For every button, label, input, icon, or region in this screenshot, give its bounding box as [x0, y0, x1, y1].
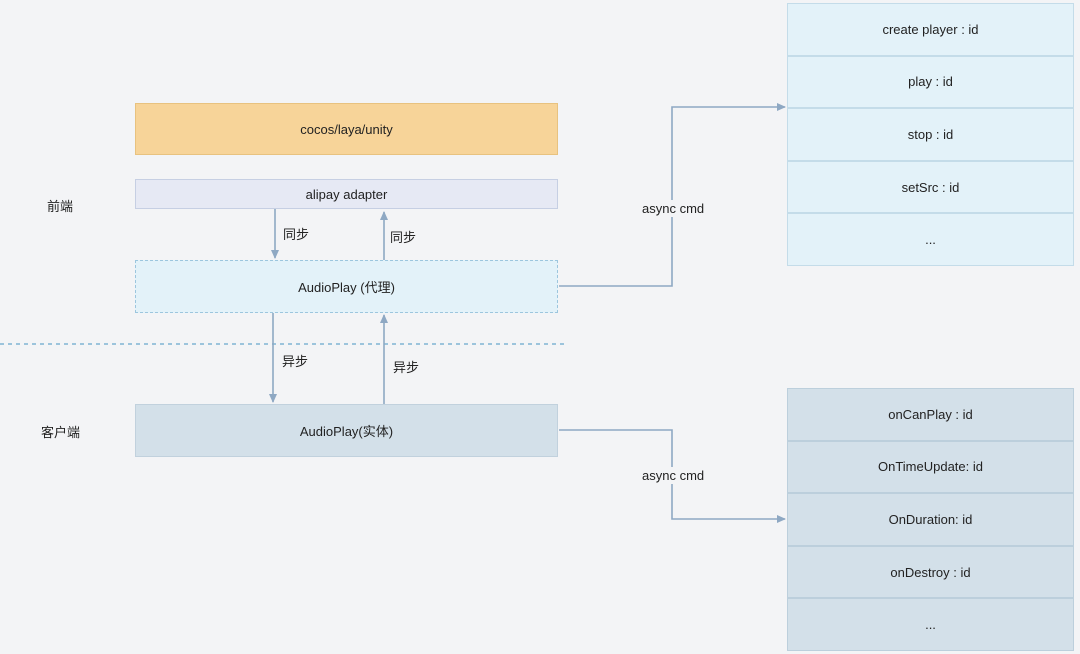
top-command-cell: play : id: [787, 55, 1074, 109]
bottom-command-cell: OnDuration: id: [787, 493, 1074, 546]
bottom-command-label: OnDuration: id: [888, 511, 973, 527]
bottom-command-cell: onDestroy : id: [787, 545, 1074, 599]
bottom-async-cmd-label: async cmd: [640, 467, 707, 484]
sync-down-label: 同步: [283, 227, 310, 242]
top-async-link: [559, 103, 786, 287]
bottom-command-label: ...: [925, 617, 936, 633]
top-async-cmd-label: async cmd: [640, 200, 707, 217]
bottom-command-label: OnTimeUpdate: id: [877, 459, 983, 475]
top-command-label: create player : id: [882, 21, 979, 37]
async-down-label: 异步: [282, 354, 309, 369]
bottom-command-label: onCanPlay : id: [888, 406, 973, 422]
bottom-command-cell: onCanPlay : id: [787, 388, 1074, 441]
top-command-label: stop : id: [907, 126, 954, 142]
top-command-cell: ...: [787, 213, 1074, 266]
entity-box: AudioPlay(实体): [135, 404, 558, 457]
proxy-box: AudioPlay (代理): [135, 260, 558, 313]
proxy-box-label: AudioPlay (代理): [298, 280, 395, 295]
frontend-label: 前端: [47, 199, 74, 214]
bottom-command-label: onDestroy : id: [890, 564, 971, 580]
async-up-label: 异步: [393, 360, 420, 375]
adapter-box-label: alipay adapter: [305, 186, 388, 202]
bottom-command-cell: OnTimeUpdate: id: [787, 440, 1074, 494]
adapter-box: alipay adapter: [135, 179, 558, 209]
top-command-label: play : id: [908, 74, 953, 90]
client-label: 客户端: [41, 425, 81, 440]
top-command-cell: stop : id: [787, 108, 1074, 161]
top-command-cell: create player : id: [787, 3, 1074, 56]
top-command-label: ...: [925, 232, 936, 248]
bottom-command-cell: ...: [787, 598, 1074, 651]
top-command-cell: setSrc : id: [787, 160, 1074, 214]
engine-box-label: cocos/laya/unity: [300, 121, 393, 137]
top-command-label: setSrc : id: [901, 179, 960, 195]
entity-box-label: AudioPlay(实体): [299, 424, 394, 439]
sync-up-label: 同步: [390, 230, 417, 245]
engine-box: cocos/laya/unity: [135, 103, 558, 155]
